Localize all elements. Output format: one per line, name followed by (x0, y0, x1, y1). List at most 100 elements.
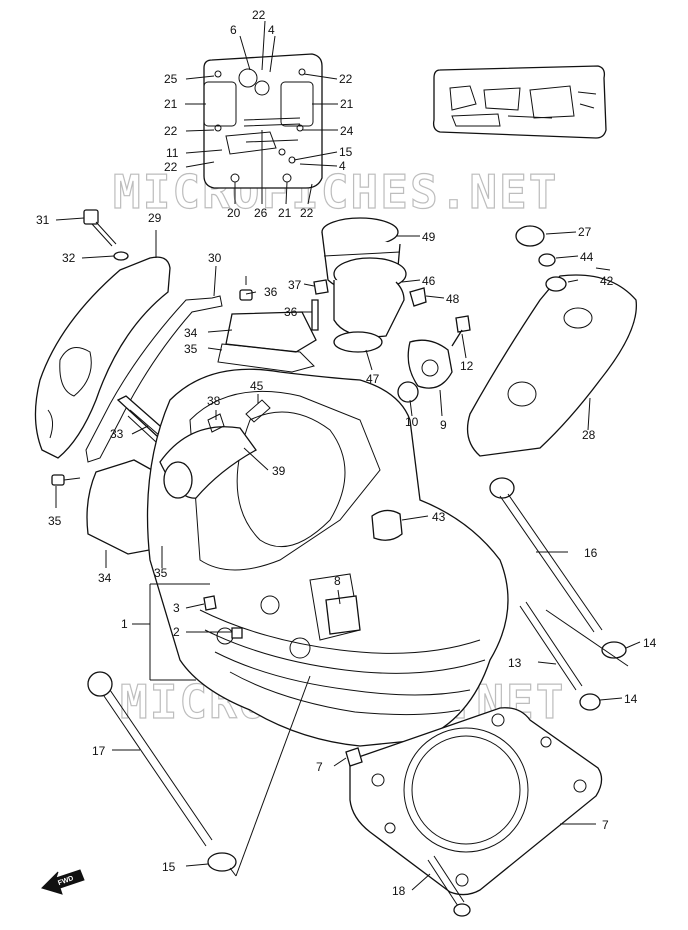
callout-10: 10 (405, 415, 419, 429)
callout-27: 28 (582, 428, 596, 442)
callout-35-a: 35 (184, 342, 198, 356)
callout-22-d: 22 (164, 160, 178, 174)
washer-15-right (601, 641, 627, 659)
bracket-6 (325, 595, 361, 635)
intake-pipe-mouth (163, 461, 193, 499)
head-side-cover (34, 256, 171, 459)
washer-15-left (207, 852, 237, 872)
stud-37 (311, 299, 319, 331)
callout-29: 30 (208, 251, 222, 265)
housing-9 (407, 339, 453, 389)
cap-43 (538, 253, 556, 267)
bolt-18 (87, 671, 213, 847)
cylinder-head-body (146, 368, 509, 747)
callout-13: 13 (508, 656, 522, 670)
callout-5: 6 (230, 23, 237, 37)
leader-lines (55, 20, 641, 891)
callout-9: 9 (440, 418, 447, 432)
callout-42: 43 (432, 510, 446, 524)
callout-36-b: 35 (48, 514, 62, 528)
callout-33: 34 (184, 326, 198, 340)
callout-28: 29 (148, 211, 162, 225)
intake-boot (321, 217, 407, 353)
valve-cover-gasket-35 (217, 343, 315, 373)
dowel-3 (203, 595, 217, 611)
sensor-44 (245, 399, 271, 423)
callout-32: 33 (110, 427, 124, 441)
bolt-19 (427, 855, 471, 917)
callout-37: 36 (284, 305, 298, 319)
callout-17: 16 (584, 546, 598, 560)
callout-2: 2 (173, 625, 180, 639)
watermark-top: MICROFICHES.NET (113, 165, 558, 219)
callout-21-c: 22 (300, 206, 314, 220)
callout-25: 26 (254, 206, 268, 220)
callout-24: 25 (164, 72, 178, 86)
o-ring-10 (397, 381, 419, 403)
callout-30: 31 (36, 213, 50, 227)
nut-14 (579, 693, 601, 711)
callout-6: 8 (334, 574, 341, 588)
stud-13 (519, 601, 583, 691)
callout-46: 47 (366, 372, 380, 386)
housing-9-port (421, 359, 439, 377)
right-head-cover (466, 274, 638, 457)
dowel-8 (345, 747, 363, 767)
cap-38 (313, 279, 329, 295)
callout-47: 48 (446, 292, 460, 306)
callout-40: 39 (272, 464, 286, 478)
callout-36-a: 36 (264, 285, 278, 299)
clip-47 (409, 287, 427, 307)
callout-12: 12 (460, 359, 474, 373)
callout-21-a: 21 (164, 97, 178, 111)
stud-2 (231, 627, 243, 639)
callout-11: 11 (166, 146, 179, 160)
callout-3: 3 (173, 601, 180, 615)
callout-26: 27 (578, 225, 592, 239)
callout-16: 15 (339, 145, 353, 159)
callout-14-label: 14 (624, 692, 638, 706)
bolt-17 (489, 477, 603, 633)
callout-39: 38 (207, 394, 221, 408)
bolt-36-left (51, 474, 81, 486)
callout-7-label: 7 (602, 818, 609, 832)
callout-8: 7 (316, 760, 323, 774)
callout-43: 44 (580, 250, 594, 264)
washer-31 (113, 251, 129, 261)
callout-20-a: 20 (227, 206, 241, 220)
head-gasket (349, 707, 603, 896)
callout-19: 18 (392, 884, 406, 898)
callout-4-a: 4 (268, 23, 275, 37)
cover-gasket (85, 295, 223, 463)
cap-26 (515, 225, 545, 247)
callout-22-a: 22 (252, 8, 266, 22)
callout-31: 32 (62, 251, 76, 265)
callout-34-label: 34 (98, 571, 112, 585)
bolt-36-top (239, 276, 253, 301)
callout-22-b: 22 (339, 72, 353, 86)
bolt-12 (451, 315, 471, 347)
callout-23: 24 (340, 124, 354, 138)
callout-15-b: 15 (162, 860, 176, 874)
callout-38: 37 (288, 278, 302, 292)
bolt-30 (83, 209, 117, 247)
callout-22-c: 22 (164, 124, 178, 138)
callout-20-b: 21 (278, 206, 292, 220)
callout-18: 17 (92, 744, 106, 758)
callout-35-b-label: 35 (154, 566, 168, 580)
callout-45: 46 (422, 274, 436, 288)
plug-42 (371, 509, 403, 541)
callout-44: 45 (250, 379, 264, 393)
callout-41: 42 (600, 274, 614, 288)
gasket-set-bag (432, 65, 607, 139)
callout-48: 49 (422, 230, 436, 244)
callout-21-b: 21 (340, 97, 354, 111)
callout-4-b: 4 (339, 159, 346, 173)
callout-1: 1 (121, 617, 128, 631)
callout-labels: 6 22 4 25 22 21 21 22 24 11 15 22 4 20 2… (36, 8, 657, 898)
grommet-41 (545, 276, 567, 292)
callout-15-a: 14 (643, 636, 657, 650)
forward-arrow-icon: FWD (41, 869, 85, 895)
valve-cover-33 (225, 311, 317, 353)
